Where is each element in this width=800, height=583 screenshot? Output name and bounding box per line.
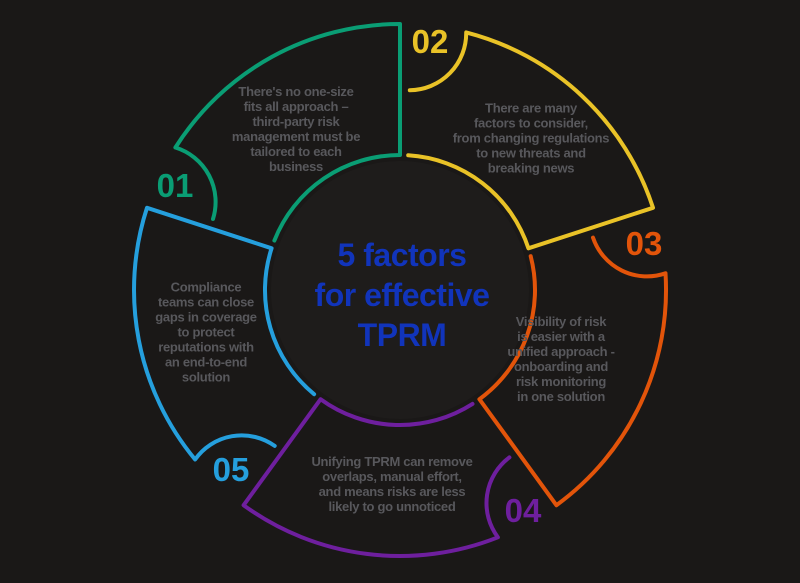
segment-caption-03: Visibility of risk is easier with a unif… [507,314,615,404]
segment-number-02: 02 [411,23,449,60]
segment-caption-05: Compliance teams can close gaps in cover… [155,279,257,385]
center-title: 5 factors for effective TPRM [314,237,490,353]
segment-number-03: 03 [625,225,663,262]
segment-arc-04 [241,397,512,558]
segment-arc-01 [173,22,402,243]
segment-caption-01: There's no one-size fits all approach – … [231,84,361,174]
segment-arc-05 [132,205,317,462]
segment-caption-02: There are many factors to consider, from… [452,100,610,176]
segment-arc-03 [477,235,669,508]
segment-caption-04: Unifying TPRM can remove overlaps, manua… [311,454,473,514]
segment-arc-02 [406,30,655,251]
segment-number-01: 01 [156,167,194,204]
segment-number-04: 04 [504,492,542,529]
segment-number-05: 05 [212,451,250,488]
center-circle [271,161,529,419]
